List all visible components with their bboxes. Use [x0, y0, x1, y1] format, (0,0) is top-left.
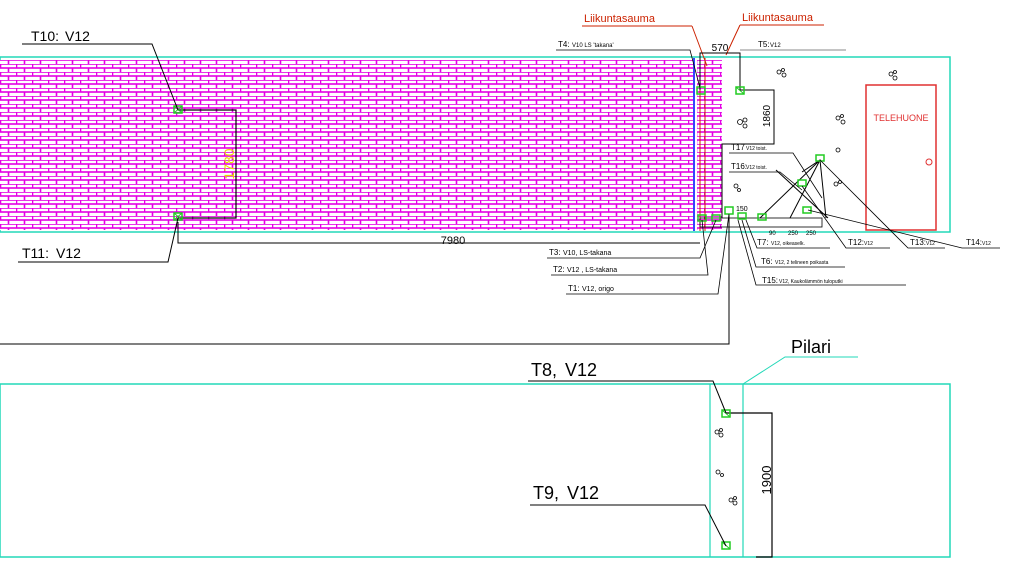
expansion-joint-label-left: Liikuntasauma: [584, 13, 656, 25]
marker-t7: [757, 213, 767, 221]
tag-t15-text: V12, Kaukolämmön tuloputki: [779, 279, 843, 285]
tag-t3-text: V10, LS-takana: [563, 250, 611, 257]
brace-1: [759, 159, 821, 219]
marker-t13: [815, 154, 825, 162]
tag-t13-text: V12: [926, 241, 935, 247]
tag-t16-text: V12 toist.: [746, 165, 767, 171]
marker-t6: [737, 212, 747, 220]
upper-wall-outline: [0, 56, 951, 233]
lower-wall-outline: [0, 383, 951, 558]
tag-t9-code: T9,: [533, 483, 559, 503]
tag-t15-code: T15:: [762, 276, 778, 285]
door-label: TELEHUONE: [873, 113, 928, 123]
dimension-1860: 1860: [762, 104, 773, 127]
leader-t7: [745, 219, 830, 249]
tag-t3-code: T3:: [549, 248, 561, 257]
leader-column: [742, 356, 858, 385]
tag-t6-text: V12, 2 telineen poikasta: [775, 260, 829, 266]
dimension-7980: 7980: [441, 235, 465, 247]
tag-t7-code: T7:: [757, 238, 769, 247]
expansion-joint-label-right: Liikuntasauma: [742, 12, 814, 24]
tag-t12-code: T12:: [848, 238, 864, 247]
leader-t1: [566, 213, 730, 295]
tag-t1-code: T1:: [568, 284, 580, 293]
tag-t8-code: T8,: [531, 360, 557, 380]
tag-t17-code: T17: [731, 143, 745, 152]
marker-t5: [735, 86, 745, 95]
column-label: Pilari: [791, 337, 831, 357]
dimension-90: 90: [769, 231, 776, 237]
tag-t2-text: V12 , LS-takana: [567, 267, 617, 274]
pipe-symbols: [733, 68, 898, 192]
leader-t15: [737, 219, 906, 286]
brace-2: [789, 159, 821, 219]
tag-t11-text: V12: [56, 245, 81, 261]
leader-t10: [22, 43, 179, 111]
brick-joint-strip: [697, 60, 722, 230]
tag-t16-code: T16:: [731, 162, 747, 171]
dimension-150: 150: [736, 206, 748, 213]
tag-t17-text: V12 toist.: [746, 146, 767, 152]
lower-frame: [726, 412, 773, 558]
leader-t3: [547, 219, 717, 259]
tag-t8-text: V12: [565, 360, 597, 380]
leader-t14: [807, 209, 1000, 249]
tag-t14-text: V12: [982, 241, 991, 247]
corner-structure: [699, 52, 741, 90]
leader-t12: [801, 185, 890, 249]
origin-leader-line: [0, 215, 730, 345]
joint-left-leader: [691, 25, 708, 67]
door-handle: [925, 158, 933, 166]
tag-t6-code: T6:: [761, 257, 773, 266]
marker-t12: [797, 179, 807, 187]
leader-t8: [528, 380, 727, 414]
tag-t10-code: T10:: [31, 28, 59, 44]
tag-t11-code: T11:: [22, 245, 49, 261]
leader-t16: [729, 171, 803, 191]
brick-wall-section: [0, 60, 694, 230]
tag-t4-text: V10 LS 'takana': [572, 43, 614, 49]
joint-right-leader: [725, 24, 741, 56]
brace-4: [801, 159, 827, 219]
dimension-250-b: 250: [806, 231, 817, 237]
tag-t5-text: V12: [770, 43, 781, 49]
tag-t12-text: V12: [864, 241, 873, 247]
marker-t14: [802, 206, 812, 214]
tag-t5-code: T5:: [758, 40, 770, 49]
leader-t6: [741, 219, 845, 268]
marker-t4: [696, 86, 706, 95]
dimension-line-7980: [177, 222, 700, 244]
tag-t4-code: T4:: [558, 40, 570, 49]
dimension-250-a: 250: [788, 231, 799, 237]
tag-t2-code: T2:: [553, 265, 565, 274]
leader-t9: [530, 504, 727, 547]
tag-t9-text: V12: [567, 483, 599, 503]
marker-t1: [724, 206, 734, 215]
dimension-yellow: 1780: [221, 148, 237, 179]
leader-t11: [18, 217, 179, 263]
leader-t4: [556, 49, 701, 89]
leader-t13: [819, 159, 945, 249]
frame-t10-t11: [178, 109, 237, 219]
dimension-1900: 1900: [759, 466, 774, 495]
leader-t2: [551, 219, 709, 276]
tag-t13-code: T13:: [910, 238, 926, 247]
tag-t14-code: T14:: [966, 238, 982, 247]
lower-pipe-symbols: [714, 428, 738, 506]
tag-t7-text: V12, oikeaselk.: [771, 241, 805, 247]
marker-t8: [721, 409, 731, 418]
base-dimension-strip: [699, 217, 823, 228]
tag-t10-text: V12: [65, 28, 90, 44]
side-dimension-box: [721, 89, 775, 218]
tag-t1-text: V12, origo: [582, 286, 614, 293]
door-telehuone: [865, 84, 937, 231]
dimension-570: 570: [712, 43, 729, 54]
leader-t17: [729, 152, 823, 199]
